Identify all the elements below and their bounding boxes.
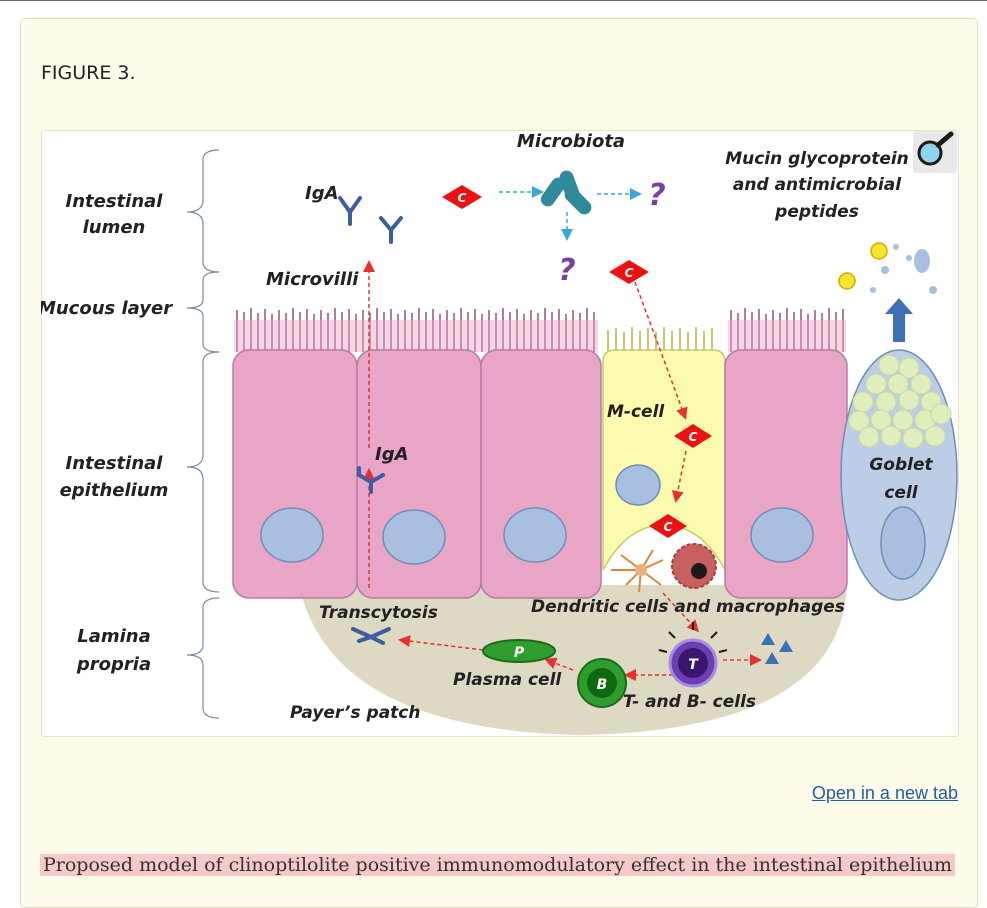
microbiota-arrows [499, 186, 642, 241]
svg-text:C: C [625, 266, 634, 280]
region-label-epithelium-1: Intestinal [66, 453, 164, 474]
red-pathway-arrows [363, 260, 762, 681]
m-cell-microfolds [607, 327, 713, 352]
question-mark-2: ? [558, 253, 575, 288]
clinoptilolite-1: C [442, 185, 482, 209]
magnifier-icon [917, 131, 954, 166]
label-m-cell: M-cell [607, 402, 665, 422]
clinoptilolite-4: C [649, 514, 687, 538]
question-mark-1: ? [648, 178, 665, 213]
iga-antibodies [338, 196, 403, 645]
svg-text:C: C [664, 520, 673, 534]
figure-label: FIGURE 3. [41, 62, 136, 84]
figure-caption: Proposed model of clinoptilolite positiv… [40, 854, 956, 876]
region-label-mucous: Mucous layer [41, 298, 173, 319]
macrophage-nucleus [691, 563, 707, 579]
microvilli [236, 308, 844, 352]
t-cell-inner [678, 648, 708, 678]
region-label-epithelium-2: epithelium [60, 480, 169, 501]
label-tb-cells: T- and B- cells [623, 692, 756, 712]
label-goblet-2: cell [884, 483, 918, 503]
svg-text:C: C [689, 430, 698, 444]
label-microvilli: Microvilli [266, 269, 359, 290]
goblet-secretion-arrow [885, 298, 913, 342]
region-brackets [186, 149, 220, 719]
region-label-lamina-2: propria [76, 654, 151, 675]
b-cell-inner [587, 668, 617, 698]
lamina-propria-area [299, 585, 847, 735]
dendritic-cell-body [635, 564, 647, 576]
label-plasma-cell: Plasma cell [453, 670, 562, 690]
label-iga-top: IgA [305, 183, 339, 204]
region-label-lumen-2: lumen [83, 217, 146, 238]
label-mucin-1: Mucin glycoprotein [725, 149, 909, 169]
nucleus-3 [503, 507, 567, 563]
label-mucin-2: and antimicrobial [733, 175, 902, 195]
nucleus-1 [260, 507, 324, 563]
svg-text:C: C [458, 191, 467, 205]
region-label-lumen-1: Intestinal [66, 191, 164, 212]
label-transcytosis: Transcytosis [319, 603, 438, 623]
label-iga-mid: IgA [375, 444, 409, 465]
microvilli-base-right [728, 320, 846, 352]
secreted-mucins [838, 242, 937, 294]
zoom-button[interactable] [913, 131, 957, 173]
label-mucin-3: peptides [774, 202, 859, 222]
microbiota-cluster [540, 170, 592, 215]
nucleus-4 [750, 507, 814, 563]
microvilli-base-left [234, 320, 598, 352]
intestine-diagram[interactable]: Intestinal lumen Mucous layer Intestinal… [41, 130, 959, 737]
region-label-lamina-1: Lamina [77, 626, 151, 647]
plasma-cell [482, 639, 556, 663]
top-rule [0, 0, 987, 1]
goblet-nucleus [880, 506, 926, 580]
clinoptilolite-3: C [674, 424, 712, 448]
nucleus-m-cell [615, 464, 661, 506]
t-cell-marker: T [688, 657, 699, 673]
plasma-cell-marker: P [514, 645, 525, 661]
label-dendritic: Dendritic cells and macrophages [531, 597, 845, 617]
t-cell-receptors [658, 622, 728, 653]
dendritic-cell [611, 549, 664, 593]
b-cell-marker: B [597, 677, 608, 693]
clinoptilolite-2: C [609, 260, 649, 284]
cytokine-triangles [761, 633, 793, 664]
label-payers-patch: Payer’s patch [290, 703, 420, 723]
m-cell [602, 349, 726, 571]
label-microbiota: Microbiota [517, 131, 625, 152]
open-in-new-tab-link[interactable]: Open in a new tab [811, 783, 958, 803]
label-goblet-1: Goblet [869, 455, 933, 475]
goblet-granules [848, 354, 952, 449]
nucleus-2 [382, 509, 446, 565]
